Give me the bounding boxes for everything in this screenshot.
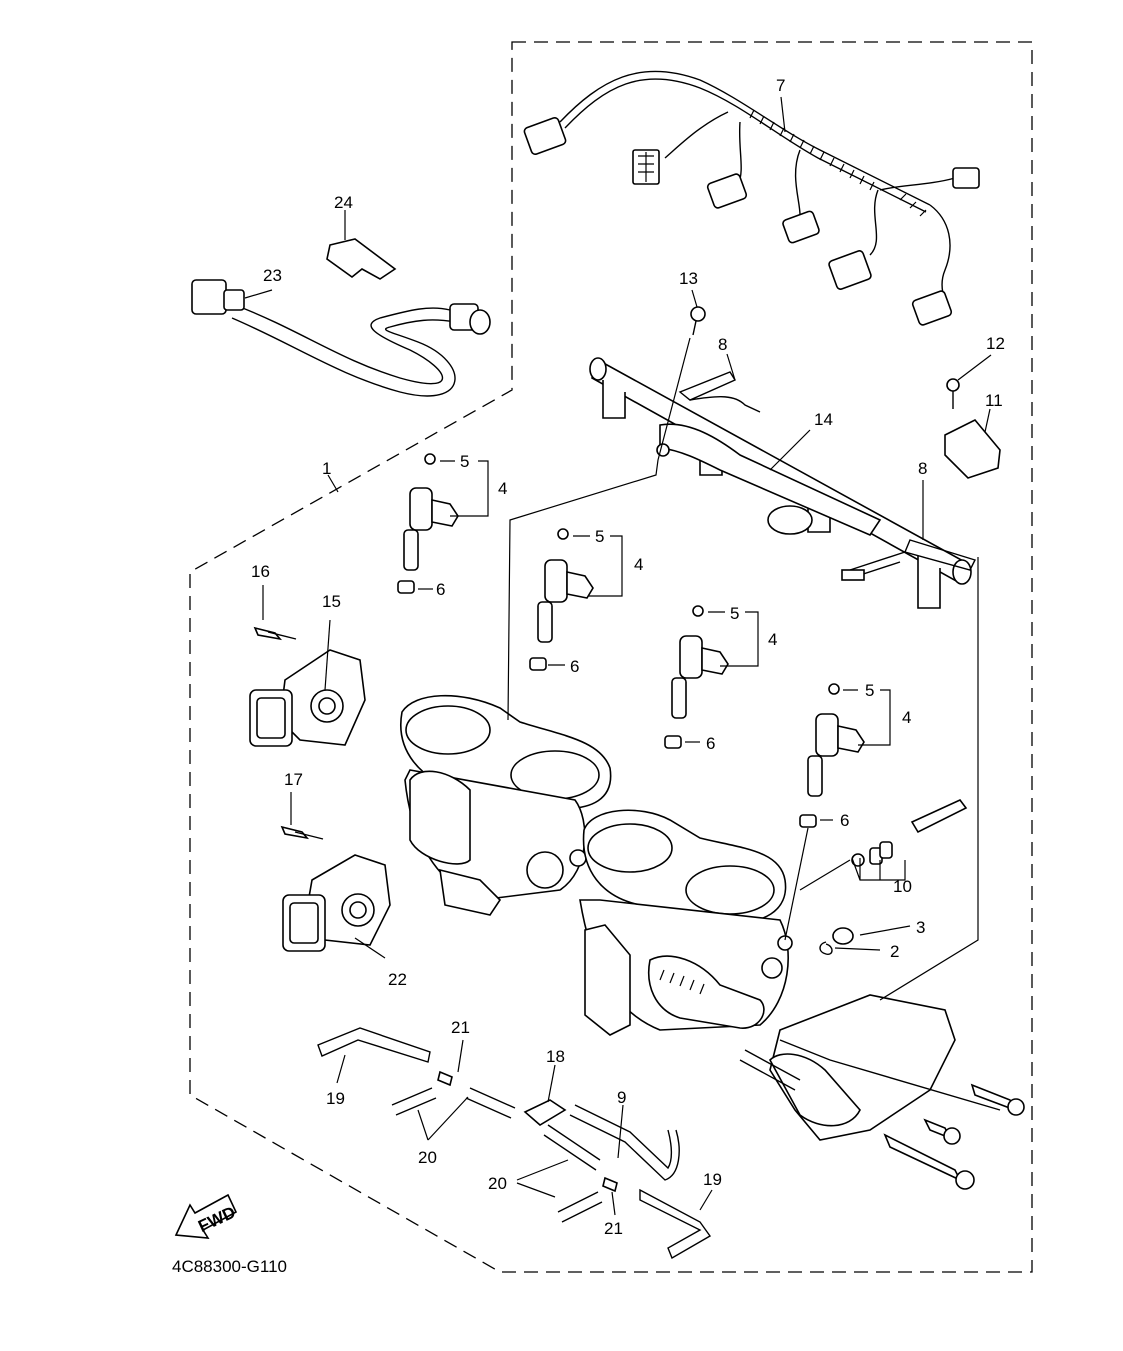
- label-8a: 8: [718, 335, 727, 354]
- label-14: 14: [814, 410, 833, 429]
- label-5d: 5: [865, 681, 874, 700]
- label-18: 18: [546, 1047, 565, 1066]
- drawing-code: 4C88300-G110: [172, 1257, 287, 1276]
- label-5c: 5: [730, 604, 739, 623]
- leader-lines: [244, 96, 992, 1216]
- label-9: 9: [617, 1088, 626, 1107]
- label-6b: 6: [570, 657, 579, 676]
- label-23: 23: [263, 266, 282, 285]
- fuel-hose: [191, 238, 491, 397]
- small-parts: [819, 799, 968, 955]
- label-17: 17: [284, 770, 303, 789]
- label-4c: 4: [768, 630, 777, 649]
- label-20a: 20: [418, 1148, 437, 1167]
- label-11: 11: [985, 391, 1003, 410]
- label-21b: 21: [604, 1219, 623, 1238]
- label-13: 13: [679, 269, 698, 288]
- sensors: [249, 626, 391, 952]
- label-2: 2: [890, 942, 899, 961]
- vacuum-hoses: [317, 1027, 801, 1260]
- label-24: 24: [334, 193, 353, 212]
- label-12: 12: [986, 334, 1005, 353]
- label-4d: 4: [902, 708, 911, 727]
- label-4a: 4: [498, 479, 507, 498]
- label-10: 10: [893, 877, 912, 896]
- label-1: 1: [322, 459, 331, 478]
- fuel-rail: [589, 306, 1001, 609]
- label-19b: 19: [703, 1170, 722, 1189]
- label-3: 3: [916, 918, 925, 937]
- wire-harness: [523, 70, 980, 326]
- label-20b: 20: [488, 1174, 507, 1193]
- label-16: 16: [251, 562, 270, 581]
- label-22: 22: [388, 970, 407, 989]
- label-6c: 6: [706, 734, 715, 753]
- label-7: 7: [776, 76, 785, 95]
- label-8b: 8: [918, 459, 927, 478]
- part-labels: 1 2 3 4 4 4 4 5 5 5 5 6 6 6 6 7 8 8 9 10…: [251, 76, 1005, 1238]
- label-5a: 5: [460, 452, 469, 471]
- label-19a: 19: [326, 1089, 345, 1108]
- throttle-bodies: [400, 694, 793, 1036]
- label-5b: 5: [595, 527, 604, 546]
- cover-plate: [769, 994, 1025, 1190]
- label-4b: 4: [634, 555, 643, 574]
- label-6d: 6: [840, 811, 849, 830]
- label-6a: 6: [436, 580, 445, 599]
- label-15: 15: [322, 592, 341, 611]
- label-21a: 21: [451, 1018, 470, 1037]
- fwd-arrow-icon: FWD: [174, 1193, 238, 1239]
- injectors: [397, 453, 865, 828]
